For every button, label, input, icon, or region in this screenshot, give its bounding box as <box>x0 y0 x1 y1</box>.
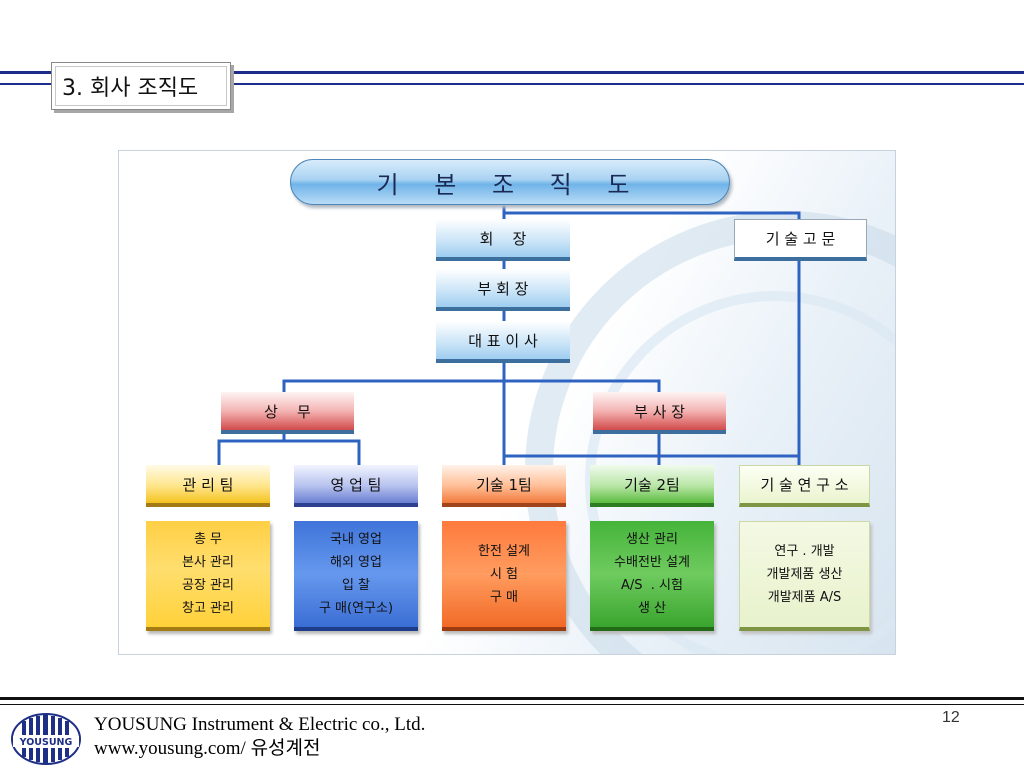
header-rule-top <box>0 71 1024 74</box>
duty-item: 연구 . 개발 <box>774 544 835 559</box>
team-tech2-duties: 생산 관리 수배전반 설계 A/S . 시험 생 산 <box>590 521 714 631</box>
duty-item: 공장 관리 <box>182 578 234 593</box>
slide-title-box: 3. 회사 조직도 <box>51 62 231 110</box>
diagram-header: 기 본 조 직 도 <box>290 159 730 205</box>
logo-text: YOUSUNG <box>19 737 73 748</box>
ceo-box: 대 표 이 사 <box>436 321 570 363</box>
connector-lines <box>217 205 801 465</box>
vice-chairman-box: 부 회 장 <box>436 269 570 311</box>
connector-to-advisor <box>504 211 801 219</box>
duty-item: 창고 관리 <box>182 601 234 616</box>
chairman-box: 회 장 <box>436 219 570 261</box>
team-tech2-header: 기술 2팀 <box>590 465 714 507</box>
connector-sangmu-sales <box>284 439 361 465</box>
sangmu-box: 상 무 <box>221 392 354 434</box>
duty-item: 수배전반 설계 <box>614 555 690 570</box>
slide-title: 3. 회사 조직도 <box>55 66 227 106</box>
footer-company-info: YOUSUNG Instrument & Electric co., Ltd. … <box>94 713 425 761</box>
duty-item: 개발제품 A/S <box>767 590 842 605</box>
team-admin-header: 관 리 팀 <box>146 465 270 507</box>
header-rule-bottom <box>0 83 1024 85</box>
connector-management-split <box>282 379 661 392</box>
lab-header: 기 술 연 구 소 <box>739 465 870 507</box>
duty-item: 구 매(연구소) <box>318 601 394 616</box>
duty-item: 입 찰 <box>341 578 371 593</box>
team-sales-header: 영 업 팀 <box>294 465 418 507</box>
tech-advisor-box: 기 술 고 문 <box>734 219 867 261</box>
duty-item: 시 험 <box>489 566 519 582</box>
org-chart-diagram: 기 본 조 직 도 회 장 부 회 장 대 표 이 사 기 술 고 문 상 무 … <box>118 150 896 655</box>
duty-item: A/S . 시험 <box>621 578 683 593</box>
duty-item: 해외 영업 <box>330 555 382 570</box>
duty-item: 총 무 <box>193 532 223 547</box>
duty-item: 한전 설계 <box>478 543 530 559</box>
company-name: YOUSUNG Instrument & Electric co., Ltd. <box>94 714 426 735</box>
busajang-box: 부 사 장 <box>593 392 726 434</box>
duty-item: 구 매 <box>489 589 519 605</box>
duty-item: 개발제품 생산 <box>766 567 843 582</box>
duty-item: 국내 영업 <box>330 532 382 547</box>
duty-item: 생산 관리 <box>626 532 678 547</box>
yousung-logo: YOUSUNG <box>11 713 81 765</box>
connector-busajang-tech2 <box>504 434 661 458</box>
footer-rule-thin <box>0 704 1024 705</box>
team-tech1-header: 기술 1팀 <box>442 465 566 507</box>
team-sales-duties: 국내 영업 해외 영업 입 찰 구 매(연구소) <box>294 521 418 631</box>
page-number: 12 <box>942 709 960 726</box>
duty-item: 생 산 <box>637 601 667 616</box>
connector-sangmu-teams <box>217 434 286 465</box>
team-admin-duties: 총 무 본사 관리 공장 관리 창고 관리 <box>146 521 270 631</box>
footer-rule-thick <box>0 697 1024 700</box>
lab-duties: 연구 . 개발 개발제품 생산 개발제품 A/S <box>739 521 870 631</box>
duty-item: 본사 관리 <box>182 555 234 570</box>
team-tech1-duties: 한전 설계 시 험 구 매 <box>442 521 566 631</box>
company-website: www.yousung.com/ 유성계전 <box>94 738 321 759</box>
